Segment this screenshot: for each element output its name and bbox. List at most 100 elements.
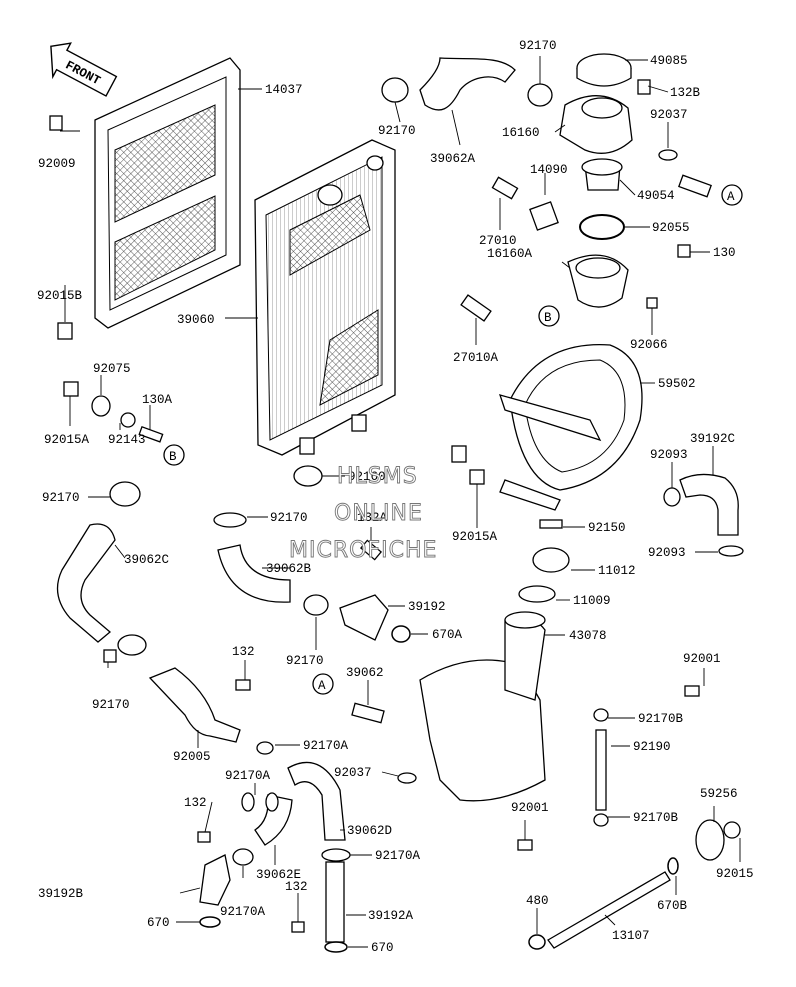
clamp-92037-b-shape — [397, 772, 417, 784]
bolt-132-b-shape — [197, 831, 211, 843]
pipe-39192a-shape — [325, 861, 345, 943]
pipe-a-top-shape — [678, 174, 712, 198]
part-label: 39062B — [266, 562, 312, 576]
part-label: 92170B — [638, 712, 684, 726]
clamp-92170a-d-shape — [321, 848, 351, 862]
part-label: 14090 — [530, 163, 568, 177]
part-label: 92001 — [683, 652, 721, 666]
part-label: 39062 — [346, 666, 384, 680]
grommet-92160-shape — [293, 465, 323, 487]
watermark: HLSMS ONLINE MICROFICHE — [289, 464, 437, 564]
svg-text:A: A — [318, 679, 326, 693]
part-label: 92170A — [375, 849, 421, 863]
hose-39062d-shape — [287, 761, 346, 841]
bolt-132-c-shape — [291, 921, 305, 933]
oring-670-a-shape — [199, 916, 221, 928]
part-label: 92170B — [633, 811, 679, 825]
part-label: 39062C — [124, 553, 169, 567]
part-label: 92015B — [37, 289, 83, 303]
part-label: 16160A — [487, 247, 533, 261]
part-label: 670 — [371, 941, 394, 955]
part-label: 11009 — [573, 594, 611, 608]
pipe-92005-shape — [148, 667, 241, 743]
part-label: 92075 — [93, 362, 131, 376]
part-label: 132 — [285, 880, 308, 894]
part-label: 670A — [432, 628, 463, 642]
fan-shroud-shape — [451, 343, 643, 511]
thermostat-housing-shape — [567, 158, 629, 308]
oring-670b-shape — [667, 857, 679, 875]
fitting-39192b-shape — [199, 854, 231, 906]
clamp-92170a-c-shape — [232, 848, 254, 866]
nut-92015-shape — [723, 821, 741, 839]
part-label: 92170 — [42, 491, 80, 505]
bolt-132-a-shape — [235, 679, 251, 691]
part-label: 92037 — [650, 108, 688, 122]
bolt-92001-a-shape — [684, 685, 700, 697]
grommet-92075-shape — [91, 395, 111, 417]
bolt-92001-b-shape — [517, 839, 533, 851]
hose-39062e-shape — [254, 794, 293, 846]
part-label: 49054 — [637, 189, 675, 203]
hose-39062c-shape — [56, 523, 116, 643]
sensor-27010a-shape — [460, 294, 492, 322]
clamp-92170a-b2-shape — [265, 792, 279, 812]
part-label: 27010 — [479, 234, 517, 248]
elbow-39192c-shape — [679, 473, 739, 536]
fitting-39192-shape — [339, 594, 389, 641]
bolt-92150-shape — [539, 519, 563, 529]
part-label: 16160 — [502, 126, 540, 140]
part-label: 59256 — [700, 787, 738, 801]
part-label: 39192A — [368, 909, 414, 923]
tube-92190-shape — [595, 729, 607, 811]
clamp-92170-top-shape — [381, 77, 409, 103]
part-label: 39062D — [347, 824, 392, 838]
part-label: 92093 — [648, 546, 686, 560]
part-label: 92015A — [452, 530, 498, 544]
clamp-92170a-a-shape — [256, 741, 274, 755]
part-label: 43078 — [569, 629, 607, 643]
part-label: 480 — [526, 894, 549, 908]
clamp-92037-t-shape — [658, 149, 678, 161]
impeller-59256-shape — [695, 819, 725, 861]
clamp-92170a-b-shape — [241, 792, 255, 812]
leader-lines — [60, 56, 741, 948]
clamp-92170-d-shape — [303, 594, 329, 616]
clip-92015a-shape — [63, 381, 79, 397]
part-label: 92037 — [334, 766, 372, 780]
part-label: 92001 — [511, 801, 549, 815]
part-label: 132 — [184, 796, 207, 810]
part-label: 130A — [142, 393, 173, 407]
callout-a-mid-icon: A — [312, 673, 334, 695]
part-labels: 14037 92009 92015B 39060 92075 130A 9201… — [37, 39, 754, 955]
bolt-130-shape — [677, 244, 691, 258]
hose-39062b-shape — [217, 544, 291, 603]
bolt-132a-shape — [359, 539, 383, 561]
filler-neck-shape — [559, 53, 633, 154]
front-arrow-icon: FRONT — [50, 42, 118, 97]
clamp-92170b-a-shape — [593, 708, 609, 722]
svg-text:B: B — [169, 450, 177, 464]
clip-92015a-c-shape — [469, 469, 485, 485]
part-label: 92055 — [652, 221, 690, 235]
svg-text:B: B — [544, 311, 552, 325]
part-label: 92170 — [286, 654, 324, 668]
part-label: 92170 — [378, 124, 416, 138]
part-label: 59502 — [658, 377, 696, 391]
bolt-132b-shape — [637, 79, 651, 95]
part-label: 39062E — [256, 868, 301, 882]
cap-11012-shape — [532, 547, 570, 573]
part-label: 132A — [357, 511, 388, 525]
part-label: 92009 — [38, 157, 76, 171]
part-label: 39062A — [430, 152, 476, 166]
part-label: 27010A — [453, 351, 499, 365]
callout-b-left-icon: B — [163, 444, 185, 466]
part-label: 11012 — [598, 564, 636, 578]
clamp-92170-top2-shape — [527, 83, 553, 107]
part-label: 39192B — [38, 887, 84, 901]
part-label: 92066 — [630, 338, 668, 352]
part-label: 92143 — [108, 433, 146, 447]
part-label: 92170 — [92, 698, 130, 712]
bolt-92066-shape — [646, 297, 658, 309]
